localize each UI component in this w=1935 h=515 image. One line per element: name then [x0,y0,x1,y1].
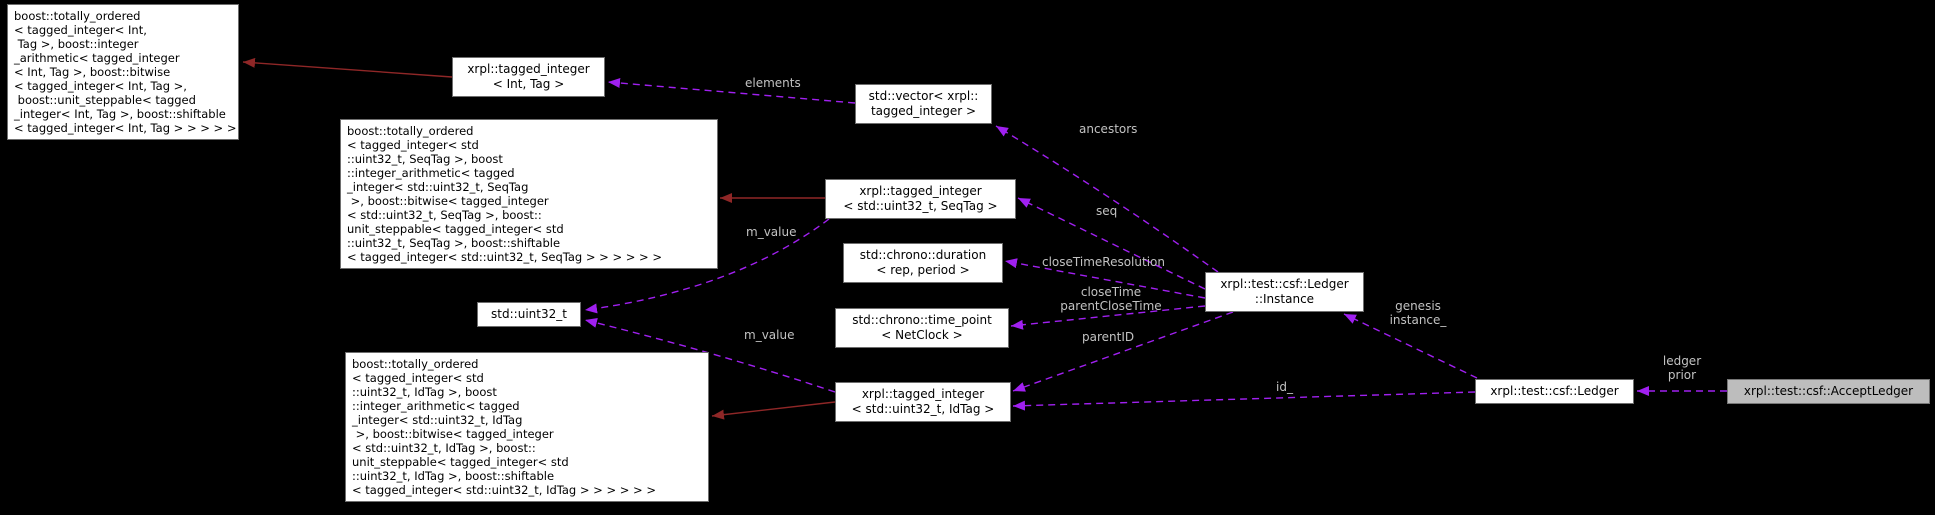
edge-label-seq: seq [1096,204,1118,218]
node-ledger[interactable]: xrpl::test::csf::Ledger [1475,379,1634,404]
node-boost-base-int-tag[interactable]: boost::totally_ordered < tagged_integer<… [7,4,250,140]
edge-seq [1017,197,1206,290]
edge-label-ancestors: ancestors [1079,122,1138,136]
node-ledger-instance[interactable]: xrpl::test::csf::Ledger ::Instance [1205,272,1364,312]
node-vector-tagged-integer[interactable]: std::vector< xrpl:: tagged_integer > [855,84,992,124]
edge-m-value-seq [584,218,830,314]
edge-label-close-time-resolution: closeTimeResolution [1042,255,1165,269]
edge-elements [607,78,856,104]
edge-inherit-int-tag [242,57,453,78]
edge-inherit-idtag [711,401,836,420]
node-chrono-time-point[interactable]: std::chrono::time_point < NetClock > [835,308,1009,348]
edge-id-member [1012,391,1476,411]
edge-parent-id [1012,311,1234,392]
edge-label-m-value-seq: m_value [746,225,797,239]
edge-label-close-times: closeTime parentCloseTime [1060,285,1162,313]
edge-label-id-member: id_ [1276,380,1293,394]
edge-close-times-resolution [1004,258,1206,299]
node-tagged-integer-int-tag[interactable]: xrpl::tagged_integer < Int, Tag > [452,57,605,97]
node-tagged-integer-seqtag[interactable]: xrpl::tagged_integer < std::uint32_t, Se… [825,179,1016,219]
node-chrono-duration[interactable]: std::chrono::duration < rep, period > [843,243,1003,283]
edge-ancestors [995,125,1219,273]
edge-label-parent-id: parentID [1082,330,1135,344]
node-tagged-integer-idtag[interactable]: xrpl::tagged_integer < std::uint32_t, Id… [835,382,1011,422]
edge-label-elements: elements [745,76,801,90]
edge-close-times [1010,305,1206,330]
edge-label-genesis-instance: genesis instance_ [1389,299,1447,327]
node-uint32-t[interactable]: std::uint32_t [477,302,581,327]
node-boost-base-idtag[interactable]: boost::totally_ordered < tagged_integer<… [345,352,709,502]
edge-label-m-value-id: m_value [744,328,795,342]
node-accept-ledger: xrpl::test::csf::AcceptLedger [1727,379,1930,404]
edge-genesis-instance [1343,313,1478,379]
edge-label-ledger-prior: ledger prior [1662,354,1702,382]
node-boost-base-seqtag[interactable]: boost::totally_ordered < tagged_integer<… [340,119,718,269]
